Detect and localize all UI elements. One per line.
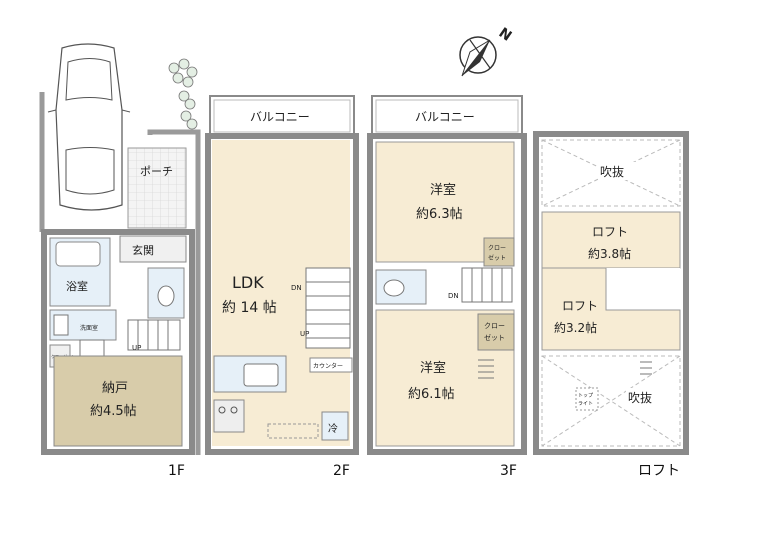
staircase-2f bbox=[305, 267, 351, 349]
void-top-label: 吹抜 bbox=[600, 165, 624, 179]
floor-3f: バルコニー 洋室 約6.3帖 クロー ゼット DN 洋室 約6.1帖 クロー ゼ… bbox=[367, 95, 527, 479]
up-label: UP bbox=[132, 344, 141, 352]
plant-icon bbox=[168, 58, 198, 130]
room1-size: 約6.3帖 bbox=[416, 207, 463, 222]
floor-loft-label: ロフト bbox=[638, 463, 680, 479]
toplight-b: ライト bbox=[578, 401, 593, 407]
washroom-label: 洗面室 bbox=[80, 324, 98, 332]
dn-label: DN bbox=[291, 284, 302, 292]
ldk-size: 約 14 帖 bbox=[222, 300, 277, 316]
room2-closet-a: クロー bbox=[484, 322, 505, 330]
loft1-size: 約3.8帖 bbox=[588, 246, 631, 261]
floor-3f-label: 3F bbox=[500, 463, 517, 479]
loft1-name: ロフト bbox=[592, 225, 628, 239]
balcony-2f-label: バルコニー bbox=[250, 110, 310, 124]
room2-name: 洋室 bbox=[420, 360, 446, 376]
toplight-a: トップ bbox=[578, 393, 593, 399]
balcony-2f bbox=[209, 95, 355, 137]
counter-label: カウンター bbox=[313, 362, 343, 370]
ldk-name: LDK bbox=[232, 273, 264, 292]
loft2-name: ロフト bbox=[562, 299, 598, 313]
loft-1 bbox=[541, 211, 681, 269]
loft-2 bbox=[541, 267, 681, 351]
bath-label: 浴室 bbox=[66, 279, 88, 293]
storage-room bbox=[53, 355, 183, 447]
room1-closet bbox=[483, 237, 515, 267]
room1-name: 洋室 bbox=[430, 182, 456, 198]
room2-closet bbox=[477, 313, 515, 351]
room1-closet-a: クロー bbox=[488, 245, 506, 252]
floor-2f: バルコニー LDK 約 14 帖 DN UP カウンター 冷 2F bbox=[205, 95, 359, 479]
compass-north-label: N bbox=[496, 25, 515, 45]
balcony-3f-label: バルコニー bbox=[415, 110, 475, 124]
car-icon bbox=[47, 43, 131, 211]
staircase-3f bbox=[461, 267, 513, 303]
dn-label-3f: DN bbox=[448, 292, 459, 300]
balcony-3f bbox=[371, 95, 523, 137]
void-bottom-label: 吹抜 bbox=[628, 391, 652, 405]
room1-closet-b: ゼット bbox=[488, 254, 506, 262]
porch bbox=[127, 147, 187, 229]
toplight bbox=[575, 387, 599, 411]
storage-name: 納戸 bbox=[102, 381, 128, 396]
room2-size: 約6.1帖 bbox=[408, 387, 455, 402]
entrance bbox=[119, 235, 187, 263]
loft2-size: 約3.2帖 bbox=[554, 320, 597, 335]
staircase bbox=[127, 319, 181, 351]
fridge bbox=[321, 411, 349, 441]
floor-2f-label: 2F bbox=[333, 463, 350, 479]
counter bbox=[309, 357, 353, 373]
room2-closet-b: ゼット bbox=[484, 333, 505, 342]
storage-size: 約4.5帖 bbox=[90, 404, 137, 419]
compass-icon: N bbox=[459, 25, 515, 77]
entrance-label: 玄関 bbox=[132, 243, 154, 257]
floor-1f-label: 1F bbox=[168, 463, 185, 479]
porch-label: ポーチ bbox=[140, 165, 173, 178]
fridge-label: 冷 bbox=[328, 422, 338, 435]
floor-loft: 吹抜 ロフト 約3.8帖 ロフト 約3.2帖 吹抜 トップ ライト ロフト bbox=[533, 131, 689, 479]
stove bbox=[213, 399, 245, 433]
up-label-2f: UP bbox=[300, 330, 309, 338]
